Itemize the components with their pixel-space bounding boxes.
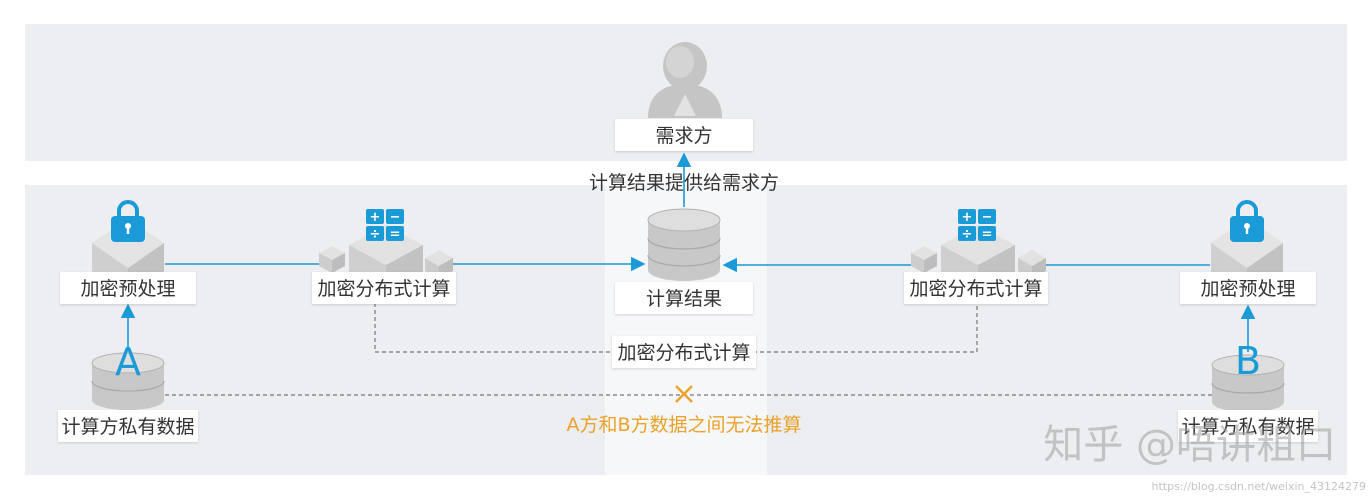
calculator-icon: + − ÷ =	[958, 209, 996, 242]
svg-text:+: +	[370, 210, 381, 225]
svg-text:÷: ÷	[962, 227, 973, 242]
result-database-icon	[647, 208, 721, 281]
lock-icon	[111, 200, 145, 242]
svg-text:=: =	[982, 227, 993, 242]
result-label: 计算结果	[646, 288, 722, 310]
bottom-distributed-label: 加密分布式计算	[617, 342, 750, 364]
right-preprocess-label-box	[1180, 272, 1316, 304]
svg-text:−: −	[982, 210, 993, 225]
no-inference-label: A方和B方数据之间无法推算	[566, 414, 801, 436]
cross-icon	[675, 385, 693, 403]
party-a-letter: A	[115, 340, 141, 384]
bottom-distributed-label-box	[612, 336, 756, 368]
left-preprocess-label: 加密预处理	[80, 278, 175, 300]
result-label-box	[615, 282, 753, 314]
party-a-data-label: 计算方私有数据	[61, 416, 194, 438]
right-distributed-label-box	[904, 272, 1048, 304]
left-distributed-label: 加密分布式计算	[317, 278, 450, 300]
party-b-data-label: 计算方私有数据	[1181, 416, 1314, 438]
calculator-icon: + − ÷ =	[366, 209, 404, 242]
svg-text:−: −	[390, 210, 401, 225]
left-distributed-label-box	[312, 272, 456, 304]
party-b-database-icon	[1211, 354, 1285, 412]
right-distributed-label: 加密分布式计算	[909, 278, 1042, 300]
left-preprocess-label-box	[60, 272, 196, 304]
party-b-data-label-box	[1178, 410, 1318, 442]
left-compute-box-icon	[319, 225, 453, 279]
requester-label-box	[615, 119, 753, 151]
left-box-icon	[92, 218, 164, 278]
requester-label: 需求方	[655, 125, 712, 147]
svg-text:+: +	[962, 210, 973, 225]
right-box-icon	[1211, 218, 1283, 278]
lock-icon	[1230, 200, 1264, 242]
result-to-requester-label: 计算结果提供给需求方	[589, 172, 779, 194]
party-a-data-label-box	[58, 410, 198, 442]
party-a-database-icon	[91, 352, 165, 410]
svg-text:÷: ÷	[370, 227, 381, 242]
user-icon	[648, 42, 722, 118]
watermark-url: https://blog.csdn.net/weixin_43124279	[1151, 480, 1366, 493]
svg-text:=: =	[390, 227, 401, 242]
watermark-text: 知乎 @唔讲粗口	[1043, 422, 1336, 468]
right-preprocess-label: 加密预处理	[1200, 278, 1295, 300]
party-b-letter: B	[1235, 339, 1261, 383]
